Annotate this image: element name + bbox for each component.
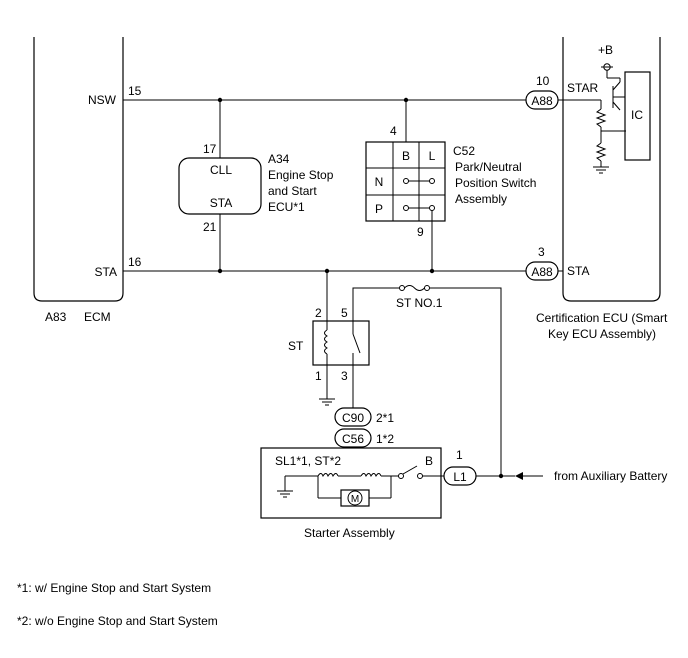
- transistor-emitter: [612, 101, 621, 111]
- relay-ground-icon: [319, 398, 335, 406]
- battery-junction: [498, 473, 504, 479]
- starter-switch-icon: [402, 465, 418, 475]
- ecu-pin-17: 17: [203, 142, 217, 156]
- pn-name-line2: Position Switch: [455, 176, 536, 190]
- motor-icon: [347, 490, 363, 506]
- starter-b-terminal: B: [425, 454, 433, 468]
- l1-label: L1: [453, 470, 467, 484]
- resistor-1: [595, 108, 607, 128]
- relay-pin-2: 2: [315, 306, 322, 320]
- ecu-pin-sta-name: STA: [210, 196, 232, 210]
- ecu-name-line3: ECU*1: [268, 200, 305, 214]
- a88-star-connector: [525, 90, 559, 110]
- c52-connector-label: C52: [453, 144, 475, 158]
- relay-name-label: ST: [288, 339, 304, 353]
- ecm-name-label: ECM: [84, 310, 111, 324]
- c56-label: C56: [342, 432, 364, 446]
- ecm-pin-16: 16: [128, 255, 142, 269]
- fuse-terminal-left: [399, 285, 405, 291]
- footnote-1: *1: w/ Engine Stop and Start System: [17, 581, 211, 595]
- pn-row-n: N: [375, 175, 384, 189]
- starter-label: SL1*1, ST*2: [275, 454, 341, 468]
- ecu-name-line2: and Start: [268, 184, 317, 198]
- cert-ground-icon: [593, 166, 609, 174]
- st-relay-body: [312, 320, 370, 366]
- ecu-pin-cll-name: CLL: [210, 163, 232, 177]
- c90-note: 2*1: [376, 411, 394, 425]
- relay-switch-icon: [352, 333, 361, 354]
- ecm-connector-label: A83: [45, 310, 67, 324]
- pull-in-coil-icon: [317, 473, 339, 478]
- a88-sta-label: A88: [531, 265, 553, 279]
- c90-connector: [334, 407, 372, 427]
- star-pin-name: STAR: [567, 81, 598, 95]
- pn-name-line3: Assembly: [455, 192, 507, 206]
- fuse-terminal-right: [424, 285, 430, 291]
- c56-note: 1*2: [376, 432, 394, 446]
- a88-star-label: A88: [531, 94, 553, 108]
- ecm-pin-15: 15: [128, 84, 142, 98]
- cert-sta-pin-name: STA: [567, 264, 589, 278]
- ecu-name-line1: Engine Stop: [268, 168, 334, 182]
- ecm-pin-nsw-name: NSW: [88, 93, 117, 107]
- a34-connector-label: A34: [268, 152, 290, 166]
- cert-sta-pin-number: 3: [538, 245, 545, 259]
- ecm-pin-sta-name: STA: [95, 265, 117, 279]
- relay-pin-1: 1: [315, 369, 322, 383]
- relay-pin-3: 3: [341, 369, 348, 383]
- a88-sta-connector: [525, 261, 559, 281]
- cert-ecu-name-line2: Key ECU Assembly): [548, 327, 656, 341]
- pn-pin-9: 9: [417, 225, 424, 239]
- relay-coil-icon: [324, 329, 328, 355]
- footnote-2: *2: w/o Engine Stop and Start System: [17, 614, 218, 628]
- fuse-label: ST NO.1: [396, 296, 443, 310]
- pn-row-p: P: [375, 202, 383, 216]
- pn-switch-grid: [365, 141, 446, 222]
- pn-contact-n: [403, 178, 435, 184]
- fuse-icon: [404, 285, 425, 291]
- pn-col-l: L: [429, 149, 436, 163]
- pn-name-line1: Park/Neutral: [455, 160, 522, 174]
- c90-label: C90: [342, 411, 364, 425]
- pn-pin-4: 4: [390, 124, 397, 138]
- ecu-pin-21: 21: [203, 220, 217, 234]
- starter-ground-icon: [277, 490, 293, 498]
- starter-switch-terminal-1: [398, 473, 404, 479]
- ic-label: IC: [631, 108, 643, 122]
- motor-label: M: [351, 494, 359, 505]
- resistor-2: [595, 142, 607, 162]
- plus-b-label: +B: [598, 43, 613, 57]
- starter-name-label: Starter Assembly: [304, 526, 395, 540]
- battery-label: from Auxiliary Battery: [554, 469, 667, 483]
- relay-pin-5: 5: [341, 306, 348, 320]
- ic-block: [624, 71, 651, 161]
- star-pin-number: 10: [536, 74, 550, 88]
- hold-in-coil-icon: [360, 473, 382, 478]
- cert-ecu-name-line1: Certification ECU (Smart: [536, 311, 668, 325]
- l1-pin-1: 1: [456, 448, 463, 462]
- pn-col-b: B: [402, 149, 410, 163]
- arrow-left-icon: [515, 472, 523, 480]
- transistor-collector: [612, 81, 621, 91]
- ecm-body: [33, 37, 124, 302]
